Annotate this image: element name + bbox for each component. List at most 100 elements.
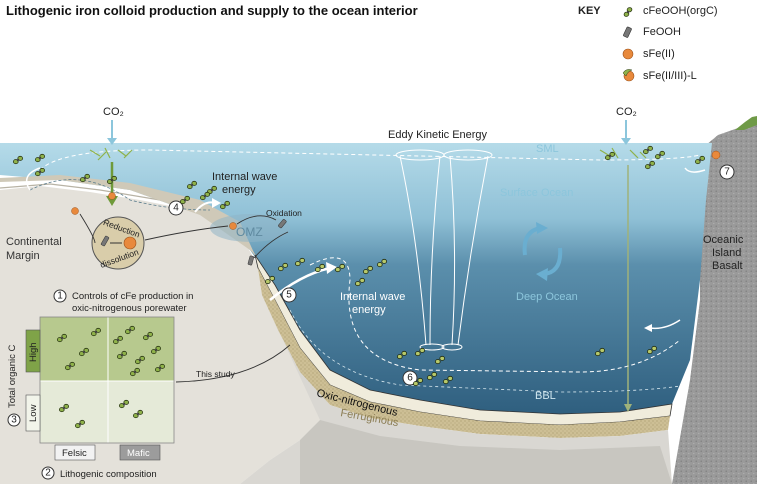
marker-7: 7 [719, 164, 735, 180]
wave-arrow-left-shelf [25, 167, 41, 191]
key-label-feooh: FeOOH [643, 26, 681, 38]
ferruginous-layer [258, 268, 670, 438]
svg-text:5: 5 [286, 290, 292, 301]
island-vegetation [735, 116, 757, 130]
inset-cell-high-mafic [108, 317, 174, 381]
internal-wave-label-2: Internal wave [340, 291, 405, 303]
wave-arrow-7 [684, 167, 706, 173]
inset-marker-2 [41, 466, 55, 480]
inset-frame [39, 316, 175, 444]
sfe2-dot-omz [229, 222, 237, 230]
marker-5: 5 [281, 287, 297, 303]
y-axis-label: Total organic C [7, 344, 18, 408]
feooh-rod-icon [623, 26, 632, 38]
y-low-label: Low [28, 404, 39, 422]
eddy-label: Eddy Kinetic Energy [388, 129, 488, 141]
export-arrow-left-head [106, 196, 118, 206]
inset-panel: 1 Controls of cFe production in oxic-nit… [7, 289, 193, 480]
key-label-sfe2: sFe(II) [643, 48, 675, 60]
sfe2-dot-shelf-1 [71, 207, 79, 215]
y-high-label: High [28, 342, 39, 362]
svg-text:3: 3 [11, 415, 17, 426]
omz-zone [210, 214, 290, 242]
key-title: KEY [578, 5, 601, 17]
co2-right-arrowhead [621, 138, 631, 145]
seafloor-dark-edge [300, 420, 672, 484]
island-basalt [672, 118, 757, 484]
wave-arrow-5-head [326, 262, 337, 274]
circulation-head-1 [536, 222, 548, 234]
bbl-label: BBL [535, 390, 556, 402]
wave-arrow-4-head [212, 198, 221, 208]
x-felsic-tab [54, 444, 96, 461]
shelf-sediment [0, 175, 255, 255]
basalt-label: Basalt [712, 260, 743, 272]
svg-text:1: 1 [57, 291, 63, 302]
deep-dashed-loop [309, 257, 681, 373]
wave-arrow-right [649, 319, 681, 330]
sml-dashed-line [39, 149, 701, 171]
inset-marker-1 [53, 289, 67, 303]
shelf-flux-arrow [79, 213, 96, 244]
diagram-title: Lithogenic iron colloid production and s… [6, 3, 418, 18]
inset-heading-1: Controls of cFe production in [72, 291, 193, 302]
co2-left-arrowhead [107, 138, 117, 145]
circulation-head-2 [536, 268, 548, 281]
y-high-tab [25, 329, 41, 373]
margin-label: Margin [6, 250, 40, 262]
x-mafic-label: Mafic [127, 448, 150, 459]
inset-cell-high-felsic [40, 317, 108, 381]
wave-arrow-right-head [644, 324, 652, 332]
x-felsic-label: Felsic [62, 448, 87, 459]
co2-left-label: CO₂ [103, 106, 124, 118]
oxidation-label: Oxidation [266, 208, 302, 218]
oxidation-arrow [236, 215, 277, 225]
internal-wave-label-2b: energy [352, 304, 386, 316]
wave-arrow-5 [269, 266, 331, 301]
svg-text:4: 4 [173, 203, 179, 214]
sml-label: SML [536, 143, 559, 155]
omz-label: OMZ [236, 225, 263, 239]
svg-text:6: 6 [407, 373, 413, 384]
phytoplankton-right [599, 147, 647, 159]
continental-label: Continental [6, 236, 62, 248]
surface-ocean-label: Surface Ocean [500, 187, 573, 199]
deep-ocean-label: Deep Ocean [516, 291, 578, 303]
x-mafic-tab [119, 444, 161, 461]
inset-marker-3 [7, 413, 21, 427]
oceanic-label: Oceanic [703, 234, 744, 246]
y-low-tab [25, 394, 41, 432]
sfe2-dot-reduction [123, 236, 137, 250]
legend-key: KEY cFeOOH(orgC) FeOOH sFe(II) sFe(II/II… [578, 5, 718, 82]
this-study-arrow [175, 344, 291, 383]
svg-text:2: 2 [45, 468, 51, 479]
marker-6: 6 [402, 370, 418, 386]
island-label: Island [712, 247, 741, 259]
sfe2-dot-icon [622, 48, 634, 60]
shelf-out-arrow [144, 225, 229, 241]
slope-arrow [253, 231, 289, 259]
key-label-colloid: cFeOOH(orgC) [643, 5, 718, 17]
phytoplankton-left [89, 147, 133, 161]
colloid-icon [621, 6, 635, 18]
feooh-rod-slope [247, 255, 254, 266]
this-study-label: This study [196, 369, 235, 379]
shelf-dashed-line [29, 179, 211, 211]
svg-text:7: 7 [724, 167, 730, 178]
sfe-ligand-icon [622, 69, 635, 82]
key-label-sfe-ligand: sFe(II/III)-L [643, 70, 697, 82]
ocean-body [0, 143, 712, 414]
co2-right-label: CO₂ [616, 106, 637, 118]
internal-wave-label-1b: energy [222, 184, 256, 196]
inset-cell-low-felsic [40, 381, 108, 443]
bbl-dashed-line [289, 309, 681, 393]
export-arrow-right-head [624, 404, 632, 412]
x-axis-label: Lithogenic composition [60, 469, 157, 480]
sfe2-dot-island [711, 150, 721, 160]
feooh-rod-reduction [100, 235, 110, 247]
marker-4: 4 [168, 200, 184, 216]
sfe2-dot-shelf-2 [108, 192, 116, 200]
feooh-rod-omz [278, 219, 287, 229]
inset-heading-2: oxic-nitrogenous porewater [72, 303, 187, 314]
